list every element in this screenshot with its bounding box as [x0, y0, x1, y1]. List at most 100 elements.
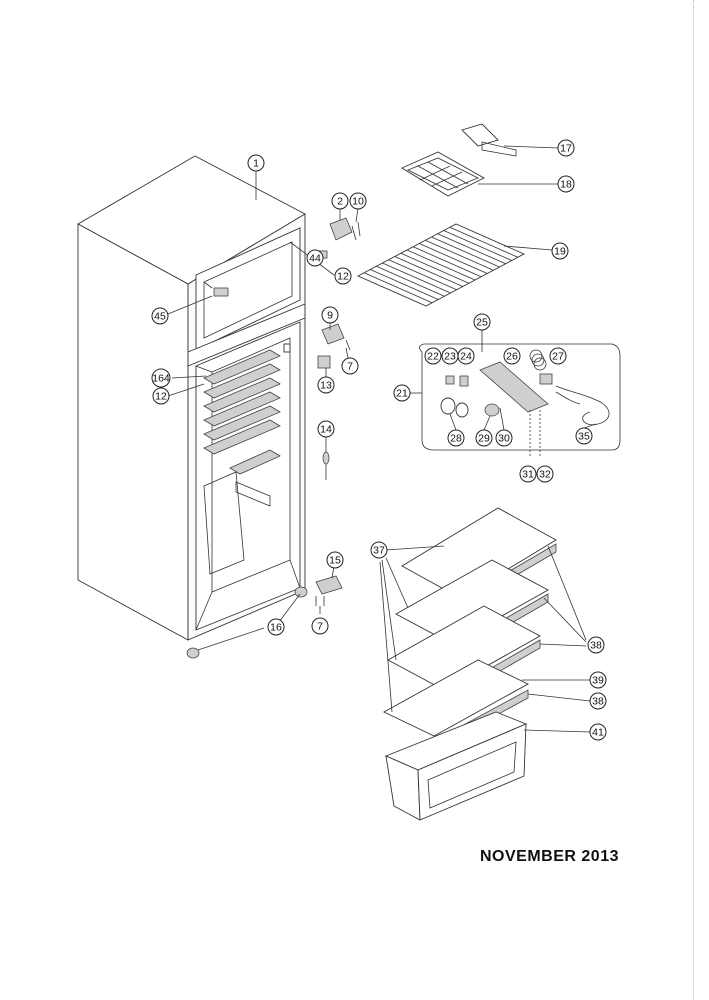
callout-c23: 23 — [441, 347, 459, 365]
callout-c32: 32 — [536, 465, 554, 483]
callout-number: 27 — [552, 351, 564, 363]
capillary-coil — [529, 349, 547, 371]
callout-c14: 14 — [317, 420, 335, 438]
leader-lines — [167, 145, 597, 733]
callout-circle — [557, 139, 575, 157]
callout-number: 23 — [444, 351, 456, 363]
callout-number: 41 — [592, 727, 604, 739]
callout-number: 24 — [460, 351, 472, 363]
callout-number: 7 — [317, 621, 323, 633]
leveling-foot-right — [294, 586, 308, 598]
callout-c44: 44 — [306, 249, 324, 267]
callout-number: 26 — [506, 351, 518, 363]
callout-circle — [370, 541, 388, 559]
knob-28-part — [440, 397, 456, 415]
callout-number: 12 — [155, 391, 167, 403]
callout-number: 44 — [309, 253, 321, 265]
crisper-drawer-part — [384, 711, 528, 821]
callout-circle — [331, 192, 349, 210]
callout-number: 16 — [270, 622, 282, 634]
callout-number: 13 — [320, 380, 332, 392]
callout-circle — [589, 671, 607, 689]
callout-c9: 9 — [321, 306, 339, 324]
wire-rung — [363, 272, 433, 304]
callout-circle — [473, 313, 491, 331]
callout-c38a: 38 — [587, 636, 605, 654]
glass-shelf-1 — [401, 507, 557, 599]
callout-c38b: 38 — [589, 692, 607, 710]
callout-number: 1 — [253, 158, 259, 170]
callout-number: 25 — [476, 317, 488, 329]
glass-shelf-4 — [383, 659, 529, 737]
middle-hinge-part — [321, 323, 351, 351]
callout-c2: 2 — [331, 192, 349, 210]
callout-circle — [551, 242, 569, 260]
callout-c41: 41 — [589, 723, 607, 741]
callout-circle — [341, 357, 359, 375]
callout-number: 164 — [152, 373, 170, 385]
callout-circle — [393, 384, 411, 402]
callout-c1: 1 — [247, 154, 265, 172]
callout-circle — [475, 429, 493, 447]
wire-rung — [412, 246, 482, 278]
wire-rung — [419, 243, 488, 274]
callout-circle — [495, 429, 513, 447]
callout-circle — [151, 307, 169, 325]
wire-rung — [382, 262, 451, 294]
bottom-hinge-part — [315, 575, 343, 606]
callout-c27: 27 — [549, 347, 567, 365]
callout-circle — [267, 618, 285, 636]
callout-circle — [536, 465, 554, 483]
callout-c17: 17 — [557, 139, 575, 157]
callout-circle — [503, 347, 521, 365]
callout-circle — [306, 249, 324, 267]
callout-number: 35 — [578, 431, 590, 443]
callout-c45: 45 — [151, 307, 169, 325]
callout-circle — [321, 306, 339, 324]
callout-number: 17 — [560, 143, 572, 155]
callout-circle — [247, 154, 265, 172]
callout-c28: 28 — [447, 429, 465, 447]
wire-rung — [443, 230, 512, 261]
callout-number: 15 — [329, 555, 341, 567]
callout-number: 37 — [373, 545, 385, 557]
refrigerator-cabinet — [77, 155, 308, 659]
wire-rung — [370, 269, 439, 300]
callout-number: 2 — [337, 196, 343, 208]
callout-c31: 31 — [519, 465, 537, 483]
wire-rung — [400, 252, 470, 284]
callout-circle — [575, 427, 593, 445]
switch-13-part — [317, 355, 331, 369]
callout-circle — [151, 368, 171, 388]
callout-number: 31 — [522, 469, 534, 481]
shelf-rails — [203, 349, 281, 475]
callout-circle — [326, 551, 344, 569]
callout-c16: 16 — [267, 618, 285, 636]
callout-circle — [311, 617, 329, 635]
callout-c35: 35 — [575, 427, 593, 445]
callout-number: 38 — [590, 640, 602, 652]
callout-c10: 10 — [349, 192, 367, 210]
callout-number: 39 — [592, 675, 604, 687]
callout-c7b: 7 — [311, 617, 329, 635]
callout-circle — [447, 429, 465, 447]
sensor-14-part — [322, 440, 330, 480]
callout-circle — [549, 347, 567, 365]
callout-c39: 39 — [589, 671, 607, 689]
wire-rung — [425, 239, 494, 271]
callout-number: 32 — [539, 469, 551, 481]
callout-number: 28 — [450, 433, 462, 445]
callout-number: 45 — [154, 311, 166, 323]
callout-number: 30 — [498, 433, 510, 445]
glass-shelf-3 — [387, 605, 541, 691]
control-assembly-group — [419, 343, 621, 458]
wire-rung — [376, 265, 445, 297]
callout-number: 29 — [478, 433, 490, 445]
callout-c7a: 7 — [341, 357, 359, 375]
callout-c30: 30 — [495, 429, 513, 447]
callout-c29: 29 — [475, 429, 493, 447]
callout-circle — [317, 420, 335, 438]
callout-c24: 24 — [457, 347, 475, 365]
wire-rung — [406, 249, 476, 281]
